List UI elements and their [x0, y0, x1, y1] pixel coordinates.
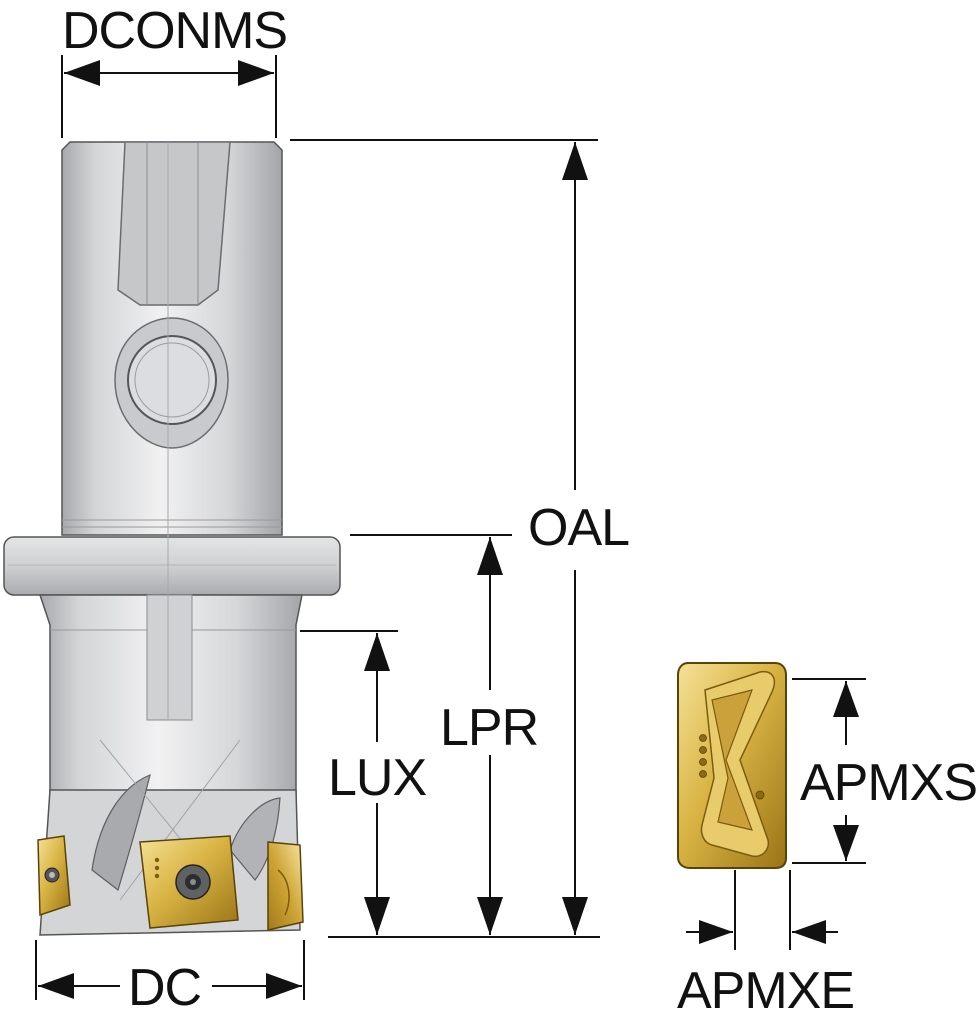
- flute-2: [229, 797, 281, 881]
- flute-1: [91, 774, 151, 892]
- shank-flat: [117, 141, 231, 306]
- label-dconms: DCONMS: [62, 2, 287, 60]
- label-lux: LUX: [328, 749, 426, 807]
- label-apmxe: APMXE: [677, 962, 854, 1020]
- label-dc: DC: [128, 959, 201, 1017]
- dimension-arrowheads: [38, 60, 859, 999]
- dimension-labels: DCONMS OAL LPR LUX DC APMXS APMXE: [62, 2, 977, 1020]
- cutter-insert-center: [139, 835, 239, 929]
- end-mill-tool: [3, 141, 341, 936]
- cutter-insert-left: [37, 835, 71, 917]
- label-apmxs: APMXS: [800, 754, 977, 812]
- label-oal: OAL: [528, 499, 629, 557]
- cutter-insert-right: [267, 841, 304, 931]
- cutting-insert-detail: [677, 662, 787, 869]
- coolant-hole: [114, 317, 229, 449]
- label-lpr: LPR: [440, 699, 538, 757]
- dimension-lines: [35, 55, 866, 1000]
- tool-flange: [3, 536, 341, 596]
